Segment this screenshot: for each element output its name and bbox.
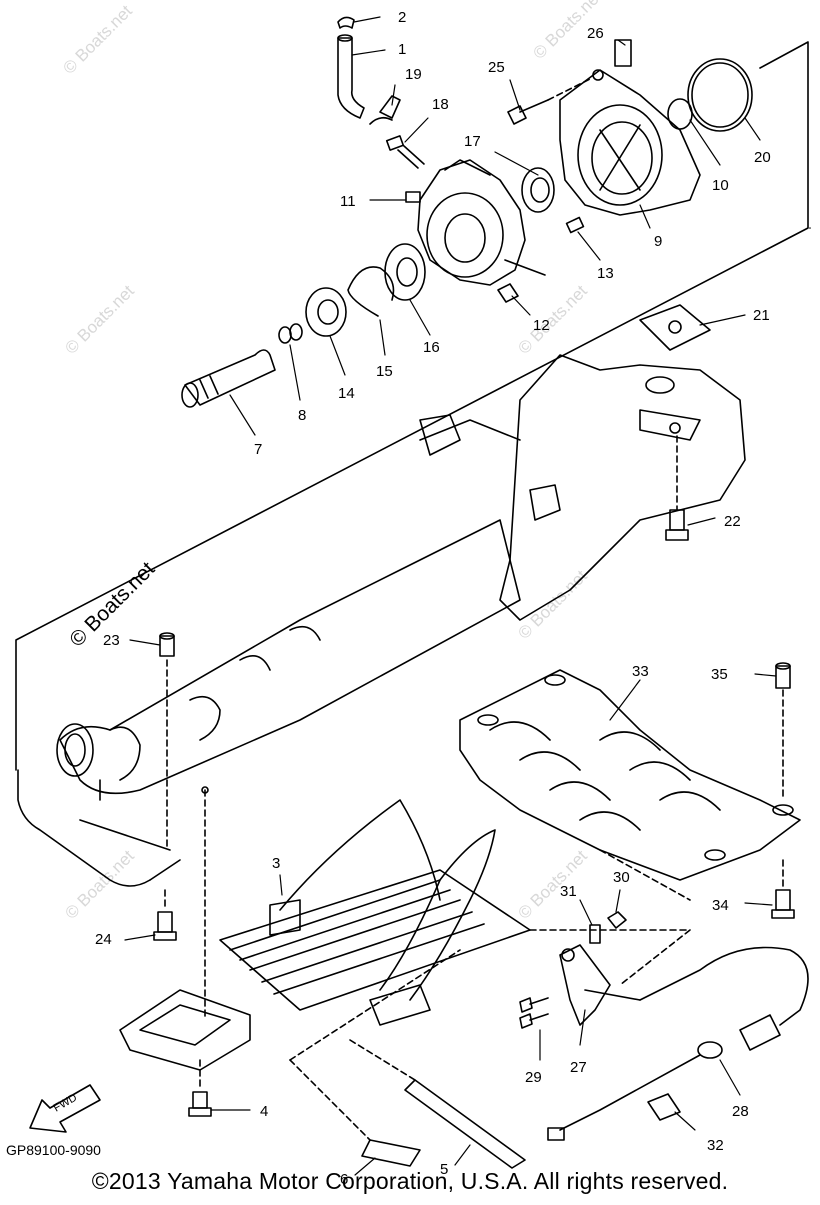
part-plate-21 [640,305,710,350]
copyright-notice: ©2013 Yamaha Motor Corporation, U.S.A. A… [91,1168,729,1194]
fwd-arrow-icon: FWD [30,1085,100,1132]
part-bolt-34 [772,860,794,918]
callout-31: 31 [560,883,577,900]
pump-housing [420,355,745,620]
callout-8: 8 [298,407,306,424]
part-intake-3 [220,800,530,1025]
part-oring-8b [290,324,302,340]
callout-2: 2 [398,9,406,26]
callout-18: 18 [432,96,449,113]
part-screws-29 [520,998,548,1028]
part-bearing-14 [306,288,346,336]
part-fitting [370,96,400,124]
watermarks: © Boats.net © Boats.net © Boats.net © Bo… [59,0,606,923]
callout-16: 16 [423,339,440,356]
part-sleeve-32 [648,1094,680,1120]
part-ring-20 [688,59,752,131]
part-bolt-24 [154,890,176,940]
callout-30: 30 [613,869,630,886]
part-pin-13 [567,218,584,233]
part-bearing-16 [385,244,425,300]
callout-14: 14 [338,385,355,402]
callout-33: 33 [632,663,649,680]
part-bolt-12 [498,284,518,302]
callout-35: 35 [711,666,728,683]
callout-28: 28 [732,1103,749,1120]
callout-29: 29 [525,1069,542,1086]
callout-22: 22 [724,513,741,530]
part-bolt-35 [776,663,790,800]
part-bolt-18 [387,136,424,168]
part-bracket-27 [560,945,640,1025]
part-bolt-22 [666,436,688,540]
part-oring-8a [279,327,291,343]
part-cable-28 [548,948,808,1141]
part-cover-33 [460,670,800,880]
leader-lines [125,17,776,1175]
callouts: 1 2 3 4 5 6 7 8 9 10 11 12 13 14 15 16 1… [95,9,771,1188]
part-strip-5 [405,1080,525,1168]
fwd-label: FWD [52,1092,80,1115]
watermark-7: © Boats.net [514,846,591,923]
watermark-3: © Boats.net [61,281,138,358]
callout-7: 7 [254,441,262,458]
callout-11: 11 [340,193,356,210]
callout-3: 3 [272,855,280,872]
callout-32: 32 [707,1137,724,1154]
callout-4: 4 [260,1103,268,1120]
callout-6: 6 [340,1171,348,1188]
callout-26: 26 [587,25,604,42]
callout-1: 1 [398,41,406,58]
part-tab-31 [590,925,600,943]
part-nut-30 [608,912,626,928]
part-ring-20-inner [692,63,748,127]
callout-21: 21 [753,307,770,324]
part-bolt-23 [160,633,174,850]
callout-25: 25 [488,59,505,76]
dashed-guides [290,850,690,1140]
part-bolt-4 [189,1060,211,1116]
part-bearing-17 [522,168,554,212]
callout-15: 15 [376,363,393,380]
part-strip-6 [362,1140,420,1166]
callout-13: 13 [597,265,614,282]
watermark-6: © Boats.net [61,846,138,923]
callout-19: 19 [405,66,422,83]
callout-20: 20 [754,149,771,166]
part-circlip-15 [348,267,394,316]
callout-23: 23 [103,632,120,649]
part-tab-26 [615,40,631,66]
part-shaft-7 [182,350,275,407]
part-hose [338,17,364,118]
diagram-code: GP89100-9090 [6,1142,101,1158]
watermark-1: © Boats.net [59,1,136,78]
watermark-5: © Boats.net [514,566,591,643]
callout-27: 27 [570,1059,587,1076]
hull-duct-body [18,520,520,886]
part-bolt-25 [508,78,592,124]
callout-10: 10 [712,177,729,194]
callout-12: 12 [533,317,550,334]
enclosure-lines [16,42,810,770]
callout-5: 5 [440,1161,448,1178]
callout-17: 17 [464,133,481,150]
callout-34: 34 [712,897,729,914]
part-grate-box [120,787,250,1070]
part-housing-cover [560,70,700,215]
callout-9: 9 [654,233,662,250]
part-bearing-housing [406,160,545,285]
callout-24: 24 [95,931,112,948]
